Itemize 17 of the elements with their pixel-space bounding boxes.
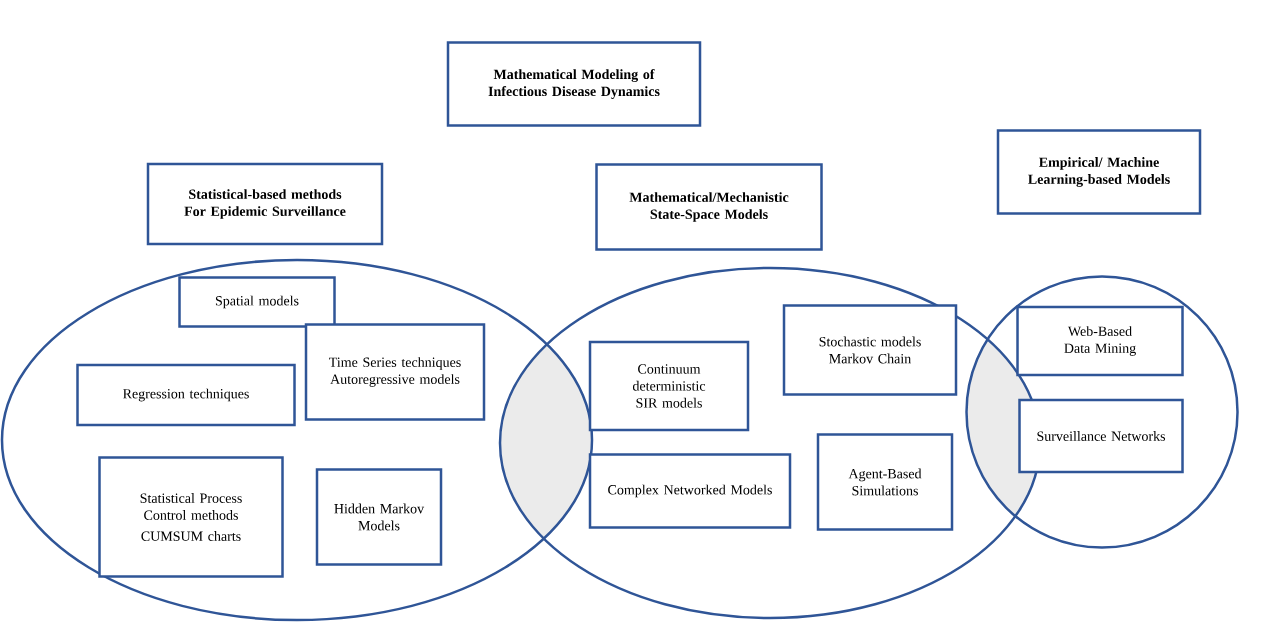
heading-box: Mathematical/Mechanistic State-Space Models — [595, 163, 823, 251]
method-box: Regression techniques — [76, 363, 296, 427]
method-box: Agent-Based Simulations — [816, 433, 954, 531]
method-box: Time Series techniques Autoregressive models — [304, 323, 486, 421]
method-box: Hidden Markov Models — [315, 468, 443, 566]
method-box: Continuum deterministic SIR models — [588, 340, 750, 432]
heading-box: Empirical/ Machine Learning-based Models — [996, 129, 1202, 215]
method-box: Web-Based Data Mining — [1016, 305, 1184, 377]
heading-box: Statistical-based methods For Epidemic Surveillance — [146, 162, 384, 246]
method-box: Statistical Process Control methods CUMSUM charts — [98, 456, 284, 578]
method-box: Stochastic models Markov Chain — [782, 304, 958, 396]
method-box: Spatial models — [178, 276, 336, 328]
method-box: Complex Networked Models — [588, 453, 792, 529]
ellipse-region — [0, 258, 594, 622]
circle-region — [965, 275, 1239, 549]
heading-box: Mathematical Modeling of Infectious Disease Dynamics — [446, 41, 702, 127]
method-box: Surveillance Networks — [1018, 398, 1184, 474]
